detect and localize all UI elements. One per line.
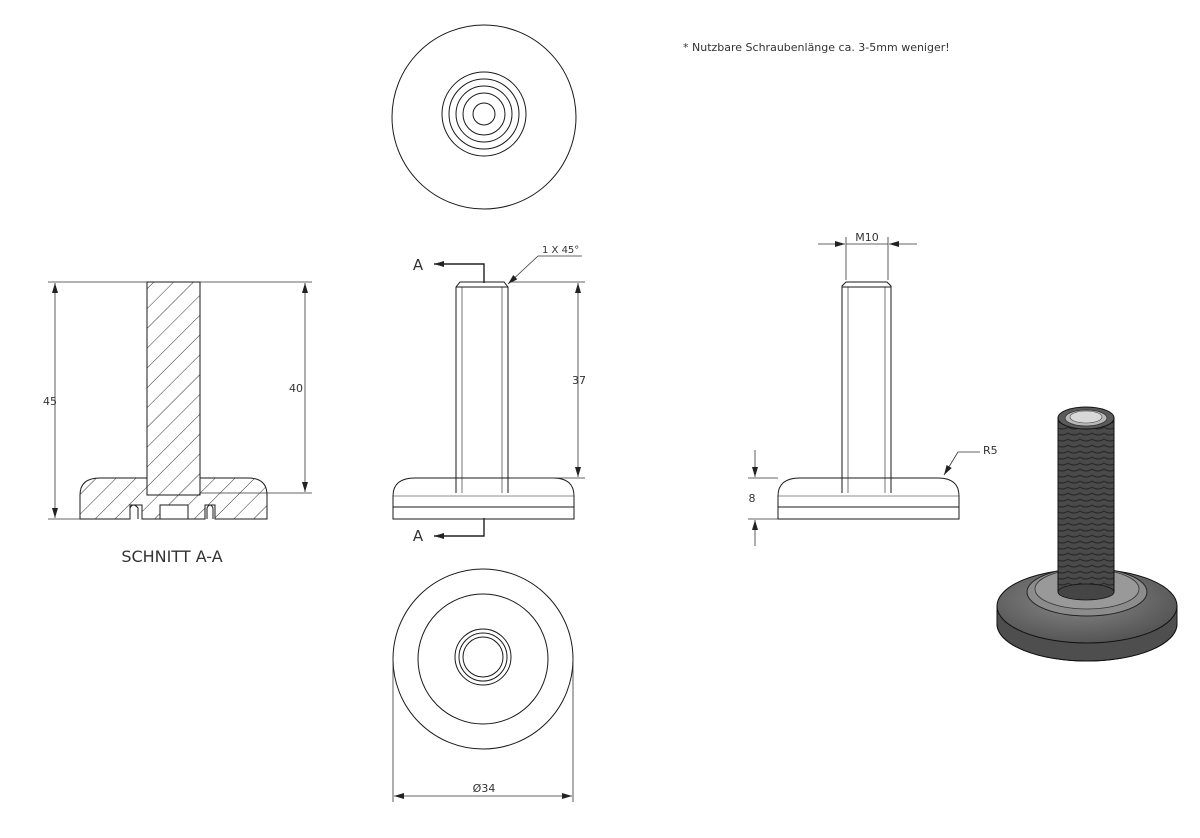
dim-base-height-label: 8 [749, 492, 756, 505]
chamfer-leader [507, 255, 582, 285]
dimension-8 [748, 450, 778, 546]
dimension-thread [818, 237, 917, 280]
thread-label: M10 [855, 231, 879, 244]
section-marker-bottom: A [413, 527, 424, 545]
dim-total-height-label: 45 [43, 395, 57, 408]
side-view [777, 281, 960, 520]
section-shaft [146, 281, 201, 496]
section-view-a-a: 45 40 SCHNITT A-A [43, 281, 312, 566]
dim-shaft-height-label: 40 [289, 382, 303, 395]
usable-length-note: * Nutzbare Schraubenlänge ca. 3-5mm weni… [683, 41, 950, 54]
diameter-label: Ø34 [473, 782, 496, 795]
dim-thread-length-label: 37 [572, 374, 586, 387]
radius-leader [943, 451, 980, 476]
front-view [392, 281, 575, 520]
section-marker-top: A [413, 256, 424, 274]
dimension-45 [48, 281, 147, 520]
chamfer-label: 1 X 45° [542, 245, 579, 256]
bottom-view [392, 568, 574, 750]
section-markers [434, 261, 485, 539]
radius-label: R5 [983, 444, 998, 457]
dimension-diameter [392, 659, 574, 802]
dimension-40 [200, 281, 312, 494]
dimension-37 [510, 281, 585, 479]
isometric-render [996, 406, 1178, 662]
top-view [391, 24, 577, 210]
section-label: SCHNITT A-A [121, 547, 222, 566]
